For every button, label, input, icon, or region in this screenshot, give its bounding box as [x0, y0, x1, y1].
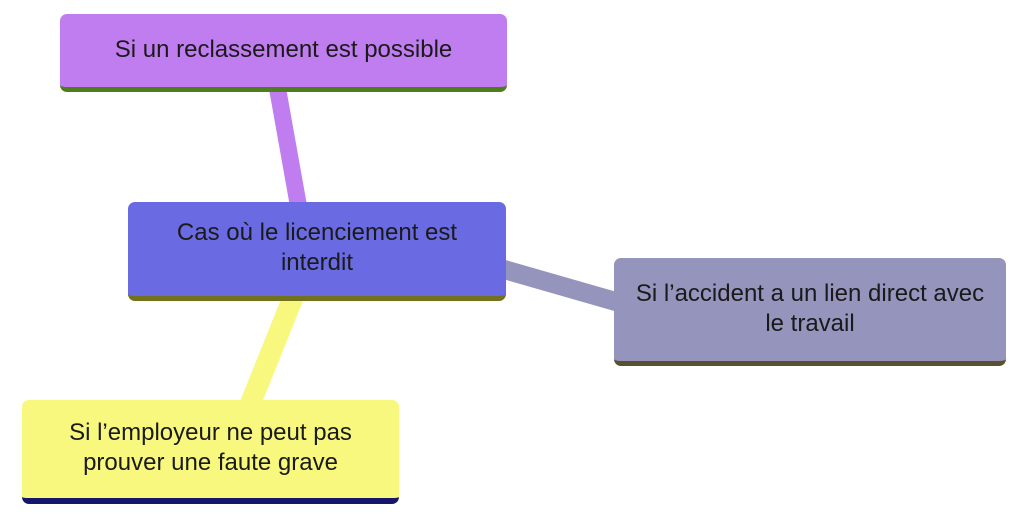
edge-central-to-reclassement — [267, 78, 310, 222]
node-central: Cas où le licenciement est interdit — [128, 202, 506, 301]
node-reclassement-label: Si un reclassement est possible — [114, 35, 453, 63]
node-reclassement: Si un reclassement est possible — [60, 14, 507, 92]
node-accident-label: Si l’accident a un lien direct avec le t… — [635, 279, 985, 337]
edge-central-to-employeur — [237, 286, 306, 416]
node-employeur: Si l’employeur ne peut pas prouver une f… — [22, 400, 399, 504]
node-accident: Si l’accident a un lien direct avec le t… — [614, 258, 1006, 366]
node-central-label: Cas où le licenciement est interdit — [176, 219, 458, 276]
node-employeur-label: Si l’employeur ne peut pas prouver une f… — [69, 419, 352, 476]
